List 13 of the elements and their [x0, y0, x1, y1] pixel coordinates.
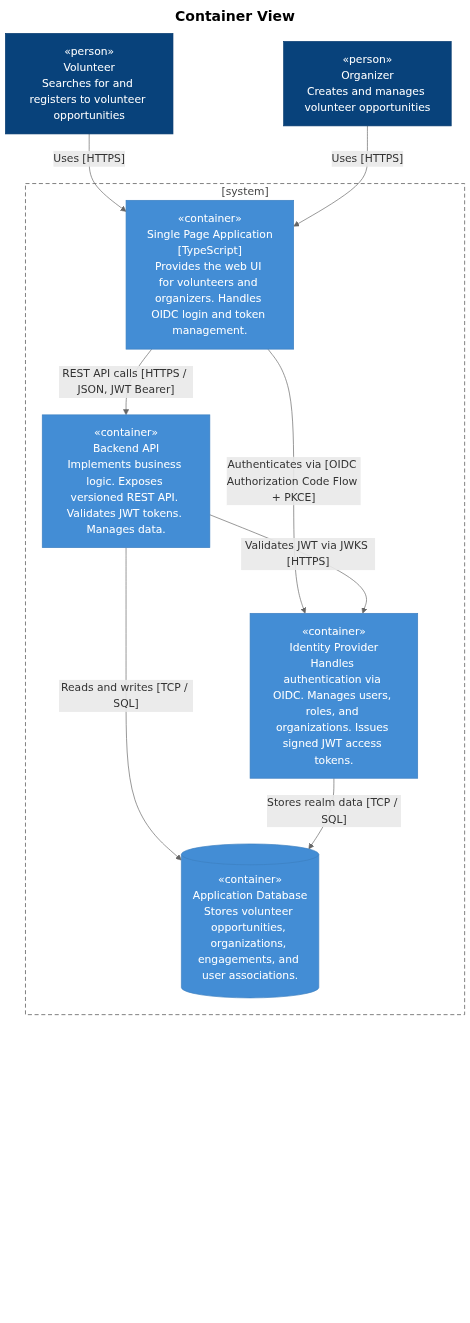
node-box: «person» Volunteer Searches for and registers to volunteer opportunities — [5, 33, 174, 135]
node-box: «container» Single Page Application [TypeScript] Provides the web UI for volunteers and organizers. Handles OIDC login and token management. — [125, 199, 294, 350]
edge-label: REST API calls [HTTPS / JSON, JWT Bearer] — [62, 367, 187, 397]
edge-label: Uses [HTTPS] — [331, 152, 404, 165]
edge-label: Reads and writes [TCP / SQL] — [61, 681, 188, 710]
edge-label: Validates JWT via JWKS [HTTPS] — [244, 539, 368, 569]
edge-label: Uses [HTTPS] — [53, 152, 126, 165]
node-box: «container» Backend API Implements business logic. Exposes versioned REST API. Validates JWT tokens. Manages data. — [41, 414, 211, 548]
diagram-title: Container View — [174, 8, 296, 24]
node-box: «person» Organizer Creates and manages volunteer opportunities — [283, 41, 452, 127]
edge-label: Stores realm data [TCP / SQL] — [267, 796, 398, 826]
edge-label: Authenticates via [OIDC Authorization Code Flow + PKCE] — [226, 458, 358, 504]
node-box: «container» Identity Provider Handles authentication via OIDC. Manages users, roles, and organizations. Issues signed JWT access tokens. — [249, 613, 419, 779]
